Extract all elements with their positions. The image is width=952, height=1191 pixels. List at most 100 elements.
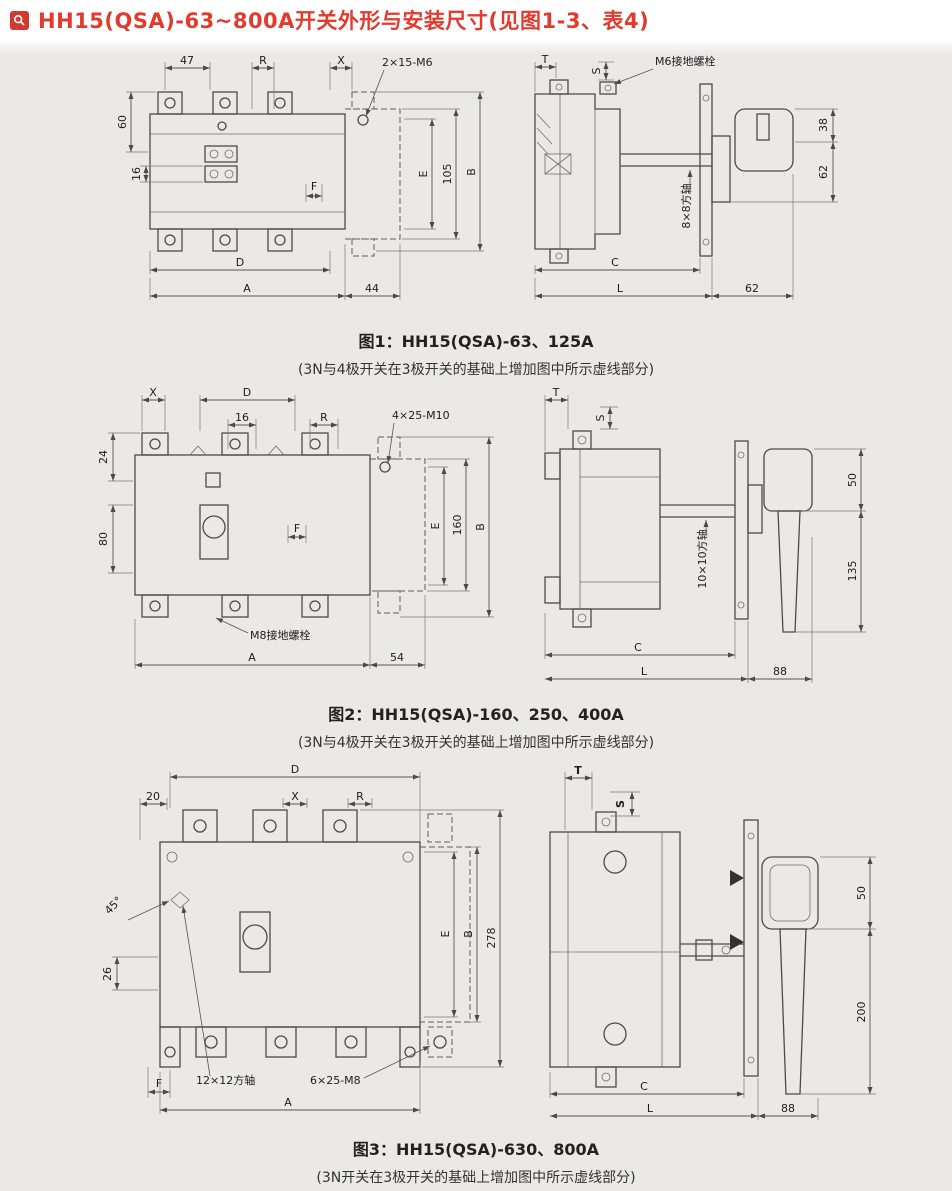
fig2-dim-24: 24	[97, 450, 110, 464]
fig2-shaft-label: 10×10方轴	[695, 529, 709, 588]
fig1-neutral-pole-dashed	[345, 91, 401, 257]
figure-1: 47 R X 2×15-M6 60 16 F E	[0, 54, 952, 379]
fig2-bottom-terminals	[141, 594, 329, 618]
fig1-dim-T: T	[541, 54, 549, 66]
figure-3: D 20 X R 45° 26 E B	[0, 762, 952, 1187]
fig3-front-dimensions: D 20 X R 45° 26 E B	[101, 763, 504, 1114]
figure-1-caption: 图1：HH15(QSA)-63、125A	[358, 332, 594, 351]
fig3-dim-D: D	[291, 763, 299, 776]
fig3-marker-triangle-bottom	[730, 934, 744, 950]
fig1-dim-R: R	[259, 54, 267, 67]
fig3-dim-A: A	[284, 1096, 292, 1109]
fig2-side-view	[544, 430, 813, 633]
fig2-front-dimensions: X D 16 R 4×25-M10 24 80 F	[97, 387, 494, 669]
fig2-dim-D: D	[243, 387, 251, 399]
fig3-shaft-label: 12×12方轴	[196, 1073, 255, 1087]
fig2-dim-T: T	[552, 387, 560, 399]
fig3-marker-triangle-top	[730, 870, 744, 886]
fig2-mechanism	[199, 472, 229, 560]
fig3-mechanism	[170, 891, 271, 973]
fig2-dim-A: A	[248, 651, 256, 664]
fig1-dim-60: 60	[116, 115, 129, 129]
fig3-dim-S: S	[614, 800, 627, 808]
fig3-dim-C: C	[640, 1080, 648, 1093]
page-header: HH15(QSA)-63~800A开关外形与安装尺寸(见图1-3、表4)	[0, 0, 952, 40]
fig1-mechanism	[204, 121, 238, 183]
fig1-dim-S: S	[590, 67, 603, 74]
fig3-side-view	[549, 811, 819, 1095]
fig3-front-view	[159, 809, 471, 1068]
header-divider	[0, 40, 952, 54]
fig2-dim-F: F	[294, 522, 300, 535]
fig2-top-terminals	[141, 432, 329, 456]
fig1-dim-62-right: 62	[817, 165, 830, 179]
fig1-ground-bolt-label: M6接地螺栓	[655, 54, 716, 68]
fig2-dim-135: 135	[846, 561, 859, 582]
fig1-dim-F: F	[311, 180, 317, 193]
fig2-front-view	[134, 432, 426, 618]
fig1-top-terminals	[157, 91, 293, 115]
fig1-dim-B: B	[465, 168, 478, 176]
figure-2: X D 16 R 4×25-M10 24 80 F	[0, 387, 952, 752]
fig2-dim-L: L	[641, 665, 648, 678]
fig3-dim-200: 200	[855, 1002, 868, 1023]
fig3-feet	[159, 1026, 421, 1068]
page-title: HH15(QSA)-63~800A开关外形与安装尺寸(见图1-3、表4)	[38, 9, 650, 33]
magnifier-icon	[10, 10, 29, 30]
fig2-dim-54: 54	[390, 651, 404, 664]
fig1-shaft-label: 8×8方轴	[679, 183, 693, 228]
fig3-neutral-pole-dashed	[420, 813, 471, 1058]
fig2-neutral-pole-dashed	[370, 436, 426, 614]
fig1-dim-16: 16	[130, 167, 143, 181]
fig2-ground-bolt-label: M8接地螺栓	[250, 628, 311, 642]
fig2-screw-spec: 4×25-M10	[392, 409, 450, 422]
fig2-dim-E: E	[429, 522, 442, 529]
fig3-dim-F: F	[156, 1077, 162, 1090]
fig3-dim-X: X	[291, 790, 299, 803]
fig1-screw-spec: 2×15-M6	[382, 56, 433, 69]
fig1-dim-38: 38	[817, 118, 830, 132]
fig3-dim-88: 88	[781, 1102, 795, 1115]
fig1-dim-E: E	[417, 170, 430, 177]
fig3-dim-T: T	[574, 764, 582, 777]
fig3-dim-278: 278	[485, 928, 498, 949]
fig2-dim-50: 50	[846, 473, 859, 487]
fig3-bottom-terminals	[195, 1026, 367, 1058]
fig3-dim-E: E	[439, 930, 452, 937]
figure-3-note: (3N开关在3极开关的基础上增加图中所示虚线部分)	[316, 1170, 636, 1186]
figure-3-drawing: D 20 X R 45° 26 E B	[101, 763, 876, 1120]
figure-1-drawing: 47 R X 2×15-M6 60 16 F E	[116, 54, 838, 300]
fig3-dim-L: L	[647, 1102, 654, 1115]
fig1-bottom-terminals	[157, 228, 293, 252]
fig2-dim-C: C	[634, 641, 642, 654]
fig1-dim-X: X	[337, 54, 345, 67]
fig1-front-view	[149, 91, 401, 257]
fig2-dim-80: 80	[97, 532, 110, 546]
fig3-dim-50: 50	[855, 886, 868, 900]
fig3-screw-spec: 6×25-M8	[310, 1074, 361, 1087]
fig1-dim-47: 47	[180, 54, 194, 67]
fig1-dim-L: L	[617, 282, 624, 295]
fig2-dim-X: X	[149, 387, 157, 399]
fig3-dim-B: B	[462, 930, 475, 938]
fig2-dim-B: B	[474, 523, 487, 531]
fig1-dim-C: C	[611, 256, 619, 269]
fig3-dim-20: 20	[146, 790, 160, 803]
fig1-dim-105: 105	[441, 164, 454, 185]
fig1-dim-62-bottom: 62	[745, 282, 759, 295]
fig3-dim-R: R	[356, 790, 364, 803]
fig2-dim-88: 88	[773, 665, 787, 678]
fig3-side-dimensions: T S 50 200 C L 88	[549, 764, 876, 1120]
fig2-dim-S: S	[594, 414, 607, 421]
figure-3-caption: 图3：HH15(QSA)-630、800A	[352, 1140, 600, 1159]
figure-2-caption: 图2：HH15(QSA)-160、250、400A	[328, 705, 624, 724]
fig1-dim-44: 44	[365, 282, 379, 295]
figure-2-drawing: X D 16 R 4×25-M10 24 80 F	[97, 387, 866, 683]
fig1-dim-D: D	[236, 256, 244, 269]
fig2-dim-R: R	[320, 411, 328, 424]
fig3-dim-45deg: 45°	[102, 894, 125, 917]
fig2-side-dimensions: T S 10×10方轴 50 135 C L 88	[544, 387, 866, 683]
fig2-dim-160: 160	[451, 515, 464, 536]
fig1-dim-A: A	[243, 282, 251, 295]
